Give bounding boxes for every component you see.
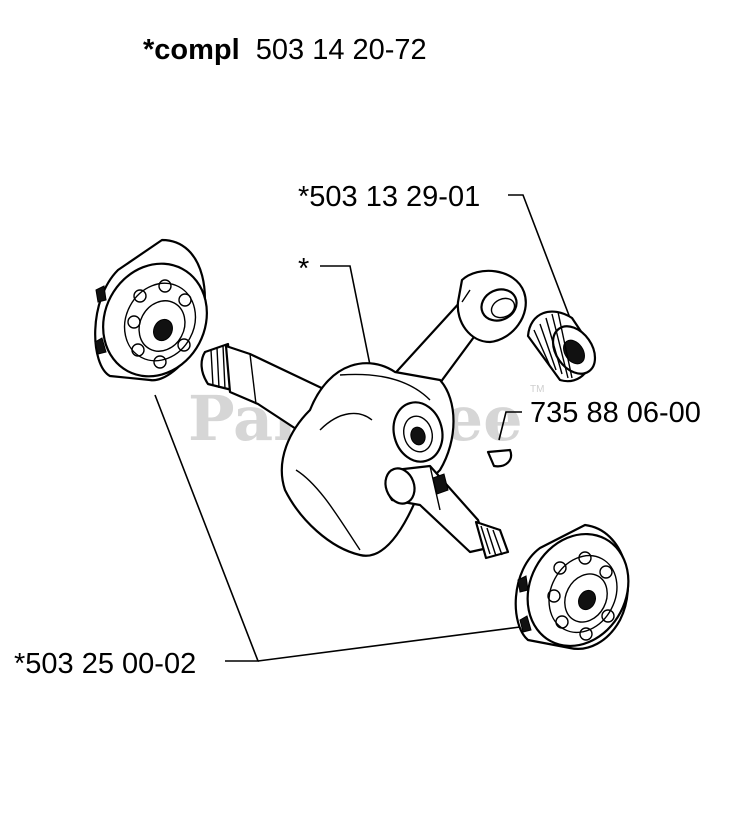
needle-bearing	[526, 310, 597, 383]
crankshaft	[200, 269, 527, 560]
assembly-title: *compl 503 14 20-72	[143, 34, 427, 66]
assembly-part-number: 503 14 20-72	[256, 34, 427, 66]
label-woodruff-key: 735 88 06-00	[530, 397, 701, 429]
ball-bearing-right	[514, 523, 630, 650]
assembly-title-prefix: *compl	[143, 34, 240, 66]
label-needle-bearing: *503 13 29-01	[298, 181, 480, 213]
woodruff-key	[486, 448, 513, 468]
leader-key	[498, 411, 522, 441]
watermark-tm: TM	[530, 384, 544, 395]
ball-bearing-left	[94, 238, 208, 382]
leader-crankshaft	[320, 265, 371, 366]
leader-needle-bearing	[508, 194, 571, 319]
leader-lines	[154, 194, 571, 662]
label-crankshaft: *	[298, 253, 309, 285]
label-ball-bearings: *503 25 00-02	[14, 648, 196, 680]
leader-bearing-right	[257, 626, 521, 662]
